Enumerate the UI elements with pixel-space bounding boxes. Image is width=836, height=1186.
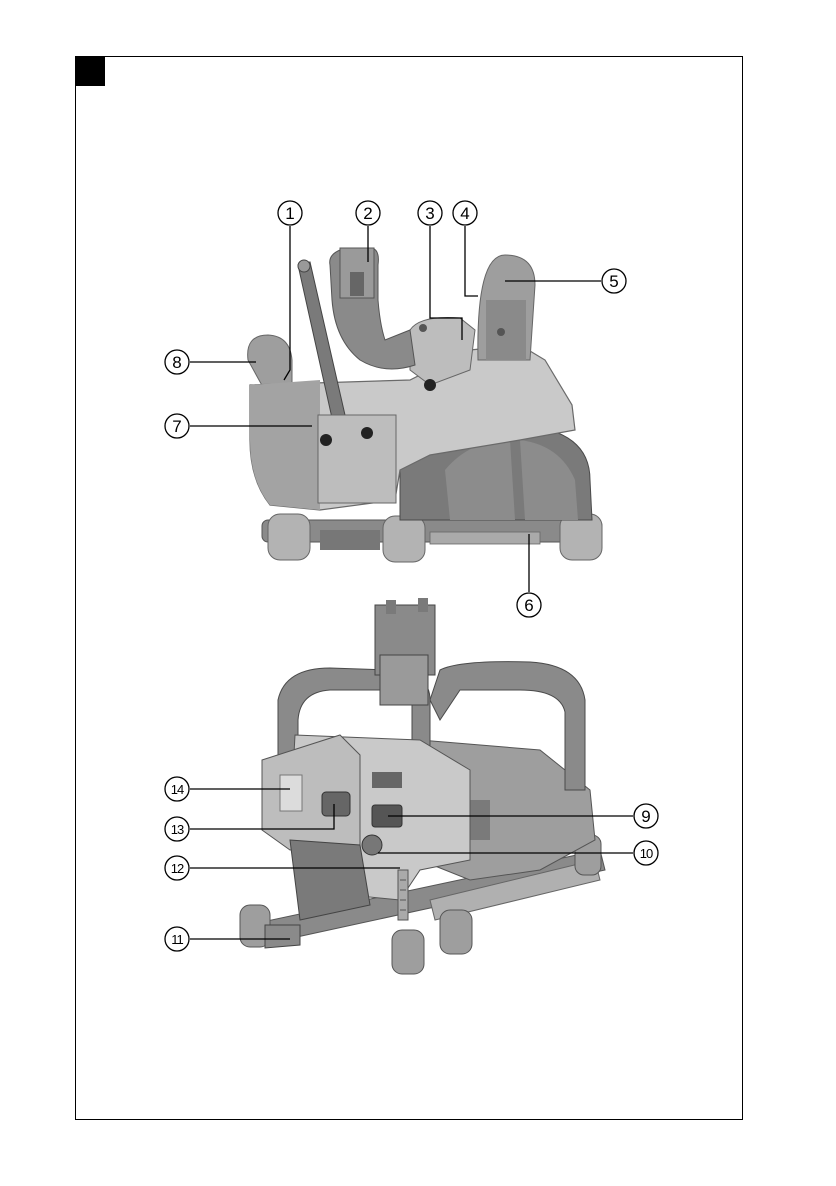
callout-5-label: 5 [609,272,618,291]
callout-3: 3 [418,201,442,225]
tool-rear-view [240,598,605,974]
callout-5: 5 [602,269,626,293]
callout-11-label: 11 [171,932,183,947]
callout-11: 11 [165,927,189,951]
callout-3-label: 3 [425,204,434,223]
callout-4: 4 [453,201,477,225]
callout-1: 1 [278,201,302,225]
callout-10: 10 [634,841,658,865]
callout-7: 7 [165,414,189,438]
callout-10-label: 10 [640,846,653,861]
callout-8-label: 8 [172,353,181,372]
tool-side-view [248,248,602,562]
callout-2: 2 [356,201,380,225]
callout-8: 8 [165,350,189,374]
callout-9-label: 9 [641,807,650,826]
callout-7-label: 7 [172,417,181,436]
callout-1-label: 1 [285,204,294,223]
callout-6-label: 6 [524,596,533,615]
callout-2-label: 2 [363,204,372,223]
callout-13-label: 13 [171,822,184,837]
callout-4-label: 4 [460,204,469,223]
callout-14: 14 [165,777,189,801]
callout-6: 6 [517,593,541,617]
callout-12: 12 [165,856,189,880]
callout-9: 9 [634,804,658,828]
callout-12-label: 12 [171,861,184,876]
callout-13: 13 [165,817,189,841]
callout-14-label: 14 [171,782,184,797]
